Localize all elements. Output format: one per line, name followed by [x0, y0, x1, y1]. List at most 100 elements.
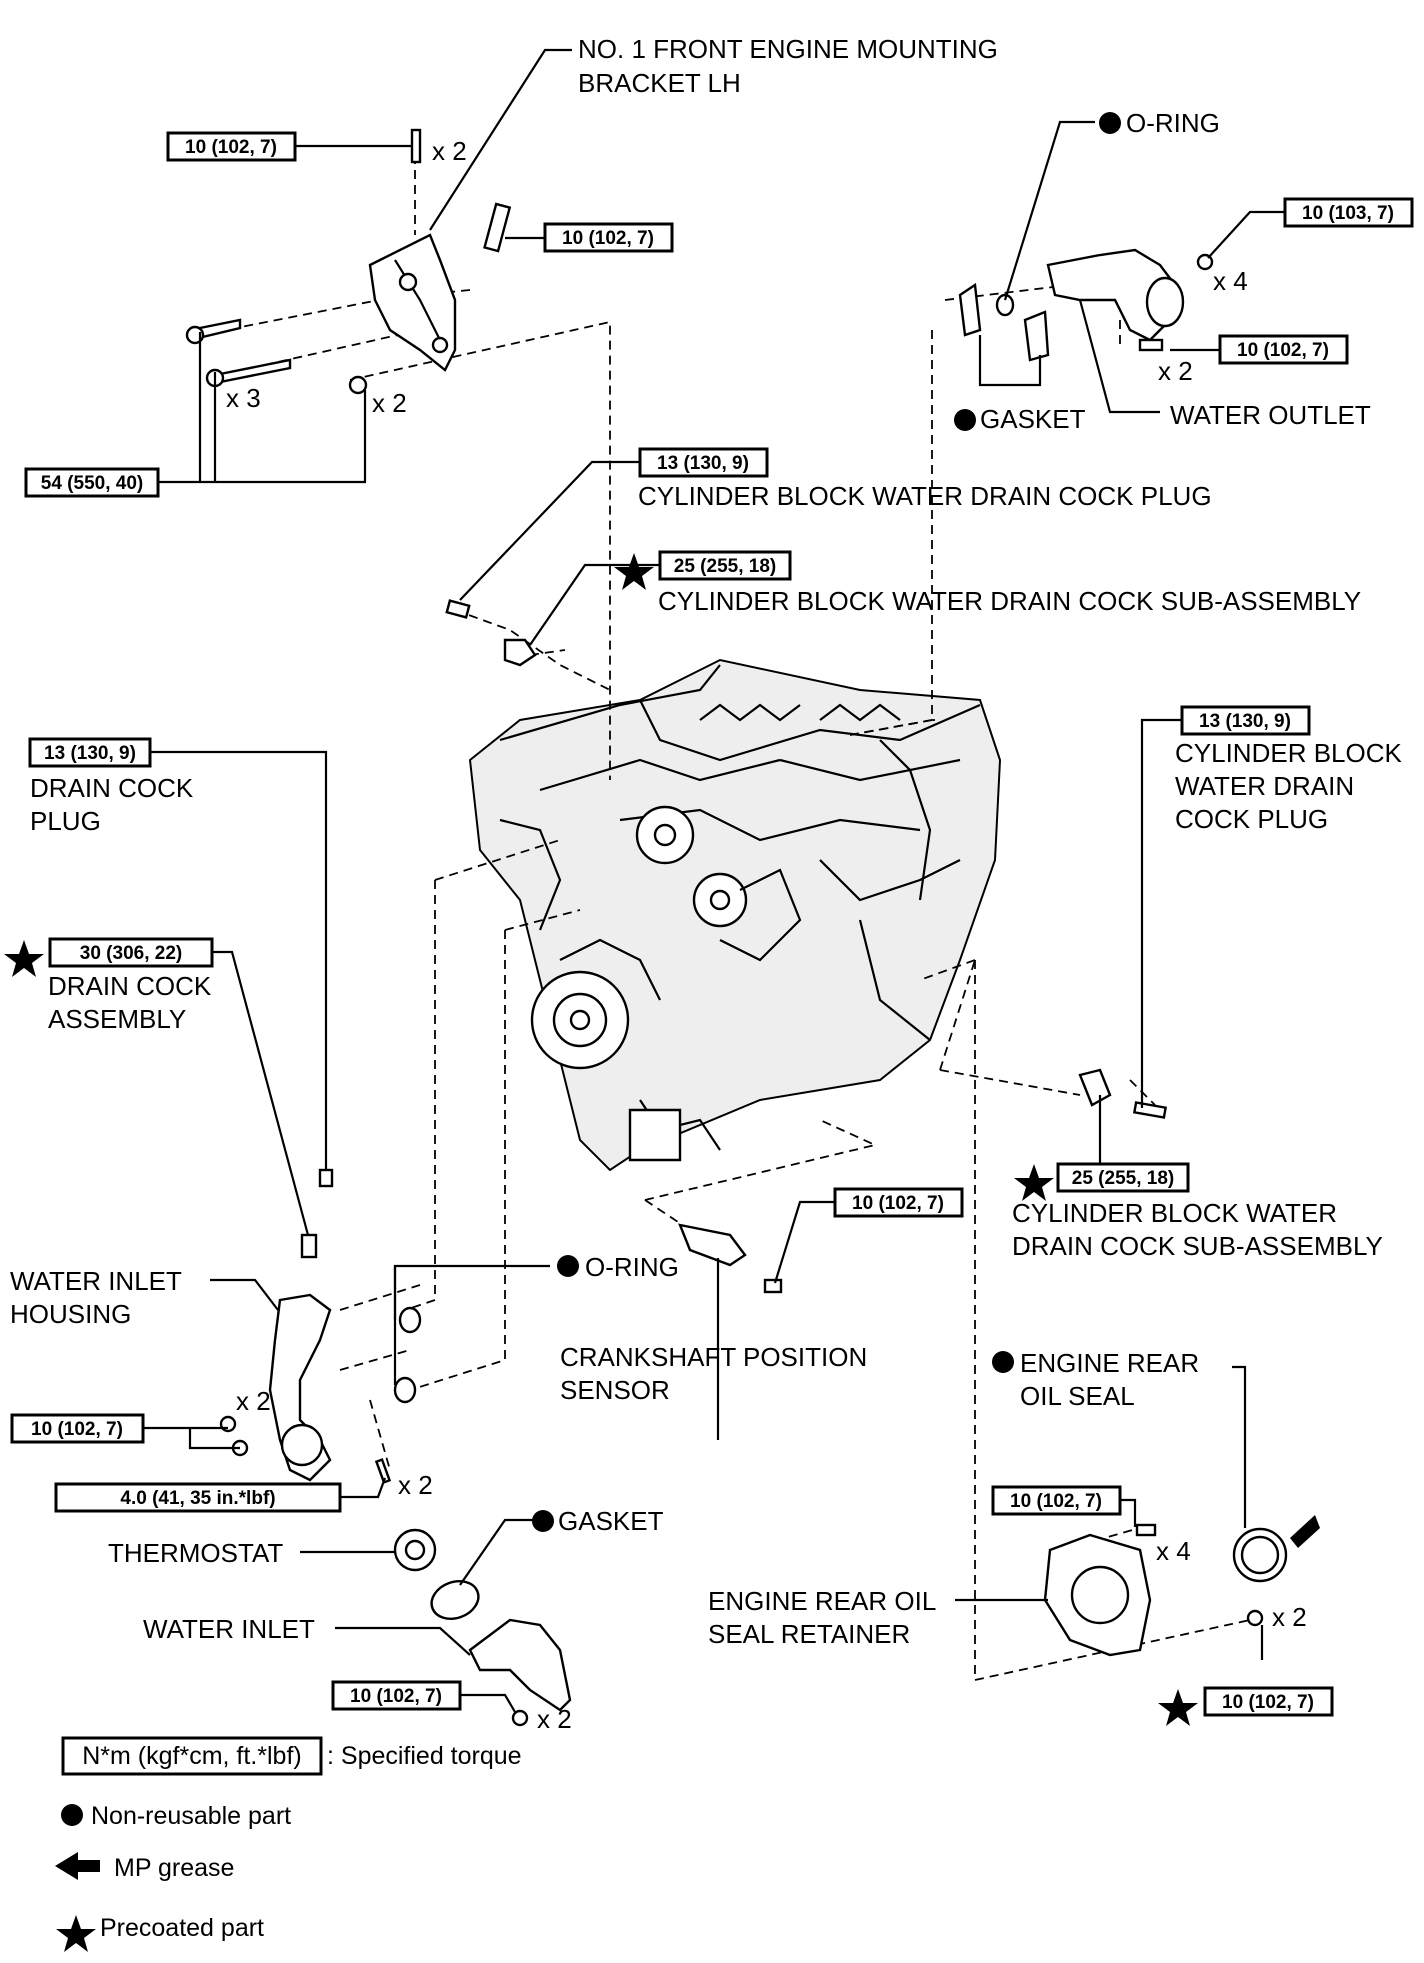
qty-label: x 2	[236, 1386, 271, 1416]
o-ring-part	[398, 1306, 422, 1334]
nut	[1196, 253, 1214, 271]
legend-mp-grease-icon	[55, 1852, 100, 1880]
crankshaft-position-sensor-part	[678, 1223, 747, 1267]
label-cb-sub-right-2: DRAIN COCK SUB-ASSEMBLY	[1012, 1231, 1383, 1261]
qty-label: x 2	[372, 388, 407, 418]
label-cb-plug-right-3: COCK PLUG	[1175, 804, 1328, 834]
label-crank-sensor-2: SENSOR	[560, 1375, 670, 1405]
water-inlet-part	[468, 1618, 572, 1712]
legend-non-reusable-icon	[61, 1804, 83, 1826]
label-inlet-housing-2: HOUSING	[10, 1299, 131, 1329]
label-drain-cock-assy-1: DRAIN COCK	[48, 971, 212, 1001]
label-gasket-top: GASKET	[980, 404, 1086, 434]
gasket-part	[1023, 310, 1050, 362]
label-crank-sensor-1: CRANKSHAFT POSITION	[560, 1342, 867, 1372]
svg-text:10 (103, 7): 10 (103, 7)	[1302, 203, 1394, 224]
qty-label: x 2	[1272, 1602, 1307, 1632]
front-mounting-bracket	[368, 233, 457, 372]
label-oring-top: O-RING	[1126, 108, 1220, 138]
torque-box: 30 (306, 22)	[4, 937, 214, 977]
label-rear-seal-1: ENGINE REAR	[1020, 1348, 1199, 1378]
drain-cock-plug-right	[1132, 1101, 1168, 1119]
svg-text:4.0 (41, 35 in.*lbf): 4.0 (41, 35 in.*lbf)	[120, 1488, 275, 1509]
svg-text:13 (130, 9): 13 (130, 9)	[44, 743, 136, 764]
torque-box: 10 (102, 7)	[543, 222, 674, 253]
non-reusable-markers	[532, 112, 1121, 1532]
bolt	[213, 358, 292, 385]
svg-text:25 (255, 18): 25 (255, 18)	[674, 556, 776, 577]
torque-box: 10 (102, 7)	[331, 1680, 462, 1711]
svg-text:10 (102, 7): 10 (102, 7)	[185, 137, 277, 158]
torque-box: 13 (130, 9)	[1180, 705, 1311, 736]
label-oring-mid: O-RING	[585, 1252, 679, 1282]
qty-label: x 2	[1158, 356, 1193, 386]
non-reusable-dot-icon	[992, 1351, 1014, 1373]
torque-box: 10 (102, 7)	[1218, 334, 1349, 365]
legend-non-reusable-text: Non-reusable part	[91, 1802, 291, 1830]
bolt	[410, 128, 422, 164]
torque-box: 10 (102, 7)	[1158, 1686, 1334, 1726]
label-cb-sub-right-1: CYLINDER BLOCK WATER	[1012, 1198, 1337, 1228]
legend-torque-box	[61, 1736, 323, 1776]
drain-cock-sub-assembly	[503, 638, 537, 667]
stud-bolt	[483, 202, 512, 253]
engine-illustration	[468, 658, 1002, 1172]
bolt	[1135, 1523, 1157, 1537]
svg-text:10 (102, 7): 10 (102, 7)	[852, 1193, 944, 1214]
gasket-part	[958, 282, 982, 337]
non-reusable-dot-icon	[954, 409, 976, 431]
label-cb-plug-right-1: CYLINDER BLOCK	[1175, 738, 1402, 768]
svg-text:10 (102, 7): 10 (102, 7)	[1222, 1692, 1314, 1713]
label-drain-cock-plug-1: DRAIN COCK	[30, 773, 194, 803]
svg-text:10 (102, 7): 10 (102, 7)	[350, 1686, 442, 1707]
o-ring-part	[393, 1376, 417, 1404]
stud	[374, 1458, 392, 1484]
non-reusable-dot-icon	[532, 1510, 554, 1532]
label-front-bracket-2: BRACKET LH	[578, 68, 741, 98]
legend-precoated-text: Precoated part	[100, 1914, 264, 1942]
bolt	[511, 1709, 529, 1727]
torque-box: 13 (130, 9)	[638, 447, 769, 478]
bolt	[348, 375, 368, 395]
qty-label: x 3	[226, 383, 261, 413]
label-drain-cock-plug-2: PLUG	[30, 806, 101, 836]
bolt	[1138, 338, 1164, 352]
label-retainer-1: ENGINE REAR OIL	[708, 1586, 936, 1616]
gasket-part	[430, 1579, 480, 1621]
svg-text:10 (102, 7): 10 (102, 7)	[31, 1419, 123, 1440]
torque-boxes: 10 (102, 7) 10 (102, 7) 10 (103, 7) 10 (…	[4, 131, 1414, 1726]
drain-cock-plug-part	[318, 1168, 334, 1188]
torque-box: 4.0 (41, 35 in.*lbf)	[54, 1482, 342, 1513]
legend-torque-text: : Specified torque	[327, 1742, 522, 1770]
non-reusable-dot-icon	[1099, 112, 1121, 134]
label-thermostat: THERMOSTAT	[108, 1538, 283, 1568]
svg-text:25 (255, 18): 25 (255, 18)	[1072, 1168, 1174, 1189]
torque-box: 10 (103, 7)	[1283, 197, 1414, 228]
label-cb-sub-top: CYLINDER BLOCK WATER DRAIN COCK SUB-ASSE…	[658, 586, 1361, 616]
torque-box: 13 (130, 9)	[28, 737, 152, 768]
torque-box: 25 (255, 18)	[1014, 1162, 1190, 1201]
svg-text:54 (550, 40): 54 (550, 40)	[41, 473, 143, 494]
leader-lines	[143, 48, 1285, 1713]
precoated-star-icon	[1014, 1164, 1054, 1201]
bolt	[763, 1278, 783, 1294]
legend-precoated-icon	[56, 1915, 96, 1952]
qty-label: x 2	[537, 1704, 572, 1734]
label-water-inlet: WATER INLET	[143, 1614, 315, 1644]
non-reusable-dot-icon	[557, 1255, 579, 1277]
svg-text:13 (130, 9): 13 (130, 9)	[1199, 711, 1291, 732]
precoated-star-icon	[4, 940, 44, 977]
torque-box: 54 (550, 40)	[24, 467, 160, 498]
label-gasket-bottom: GASKET	[558, 1506, 664, 1536]
svg-text:13 (130, 9): 13 (130, 9)	[657, 453, 749, 474]
torque-box: 10 (102, 7)	[991, 1485, 1122, 1516]
o-ring-part	[995, 293, 1015, 317]
label-water-outlet: WATER OUTLET	[1170, 400, 1371, 430]
legend: N*m (kgf*cm, ft.*lbf) : Specified torque…	[55, 1736, 522, 1952]
quantity-labels: x 2 x 3 x 2 x 4 x 2 x 2 x 2 x 2 x 4 x 2	[226, 136, 1307, 1734]
parts	[185, 128, 1320, 1727]
torque-box: 10 (102, 7)	[833, 1187, 964, 1218]
svg-text:10 (102, 7): 10 (102, 7)	[1237, 340, 1329, 361]
